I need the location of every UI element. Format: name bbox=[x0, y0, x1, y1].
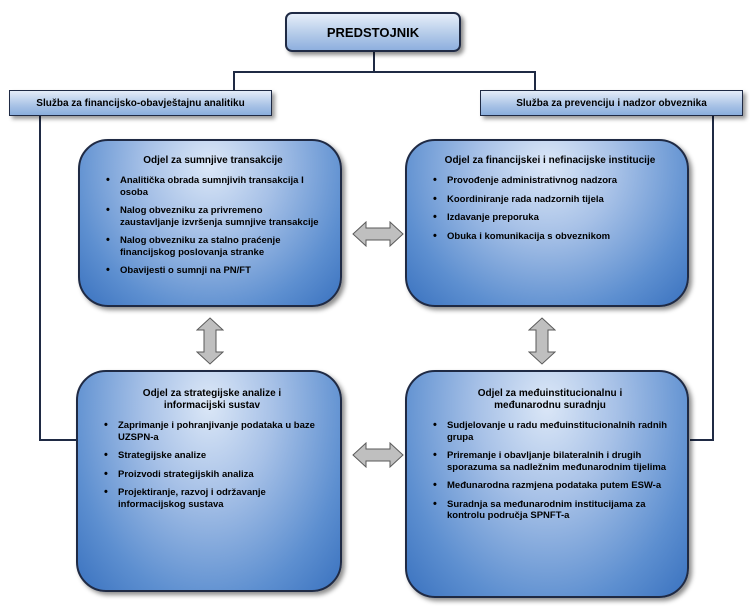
vertical-double-arrow-icon bbox=[528, 317, 556, 365]
list-item: Analitička obrada sumnjivih transakcija … bbox=[106, 175, 324, 198]
panel-title: Odjel za financijskei i nefinacijske ins… bbox=[444, 155, 656, 166]
panel-item-list: Zaprimanje i pohranjivanje podataka u ba… bbox=[100, 420, 324, 510]
panel-strategic-analysis: Odjel za strategijske analize i informac… bbox=[76, 370, 342, 592]
service-left-label: Služba za financijsko-obavještajnu anali… bbox=[36, 97, 245, 109]
service-right-box: Služba za prevenciju i nadzor obveznika bbox=[480, 90, 743, 116]
list-item: Izdavanje preporuka bbox=[433, 212, 671, 224]
panel-financial-institutions: Odjel za financijskei i nefinacijske ins… bbox=[405, 139, 689, 307]
panel-item-list: Sudjelovanje u radu međuinstitucionalnih… bbox=[429, 420, 671, 522]
panel-suspicious-transactions: Odjel za sumnjive transakcije Analitička… bbox=[78, 139, 342, 307]
list-item: Zaprimanje i pohranjivanje podataka u ba… bbox=[104, 420, 324, 443]
list-item: Projektiranje, razvoj i održavanje infor… bbox=[104, 487, 324, 510]
panel-item-list: Provođenje administrativnog nadzora Koor… bbox=[429, 175, 671, 242]
list-item: Međunarodna razmjena podataka putem ESW-… bbox=[433, 480, 671, 492]
right-bus-to-bottom-panel bbox=[690, 439, 714, 441]
vertical-double-arrow-icon bbox=[196, 317, 224, 365]
list-item: Obavijesti o sumnji na PN/FT bbox=[106, 265, 324, 277]
list-item: Obuka i komunikacija s obveznikom bbox=[433, 231, 671, 243]
panel-title: Odjel za strategijske analize i informac… bbox=[142, 388, 282, 411]
list-item: Nalog obvezniku za privremeno zaustavlja… bbox=[106, 205, 324, 228]
connector-horizontal bbox=[233, 71, 536, 73]
list-item: Proizvodi strategijskih analiza bbox=[104, 469, 324, 481]
service-right-label: Služba za prevenciju i nadzor obveznika bbox=[516, 97, 707, 109]
connector-left-down bbox=[233, 71, 235, 92]
list-item: Nalog obvezniku za stalno praćenje finan… bbox=[106, 235, 324, 258]
list-item: Sudjelovanje u radu međuinstitucionalnih… bbox=[433, 420, 671, 443]
panel-title: Odjel za međuinstitucionalnu i međunarod… bbox=[477, 388, 623, 411]
list-item: Koordiniranje rada nadzornih tijela bbox=[433, 194, 671, 206]
left-bus-vertical bbox=[39, 114, 41, 440]
service-left-box: Služba za financijsko-obavještajnu anali… bbox=[9, 90, 272, 116]
connector-head-down bbox=[373, 50, 375, 72]
list-item: Suradnja sa međunarodnim institucijama z… bbox=[433, 499, 671, 522]
connector-right-down bbox=[534, 71, 536, 92]
head-box: PREDSTOJNIK bbox=[285, 12, 461, 52]
list-item: Strategijske analize bbox=[104, 450, 324, 462]
right-bus-vertical bbox=[712, 114, 714, 440]
list-item: Priremanje i obavljanje bilateralnih i d… bbox=[433, 450, 671, 473]
left-bus-to-bottom-panel bbox=[39, 439, 79, 441]
panel-title: Odjel za sumnjive transakcije bbox=[143, 155, 283, 166]
panel-item-list: Analitička obrada sumnjivih transakcija … bbox=[102, 175, 324, 277]
horizontal-double-arrow-icon bbox=[352, 221, 404, 247]
horizontal-double-arrow-icon bbox=[352, 442, 404, 468]
list-item: Provođenje administrativnog nadzora bbox=[433, 175, 671, 187]
head-title: PREDSTOJNIK bbox=[326, 24, 420, 40]
panel-international-cooperation: Odjel za međuinstitucionalnu i međunarod… bbox=[405, 370, 689, 598]
